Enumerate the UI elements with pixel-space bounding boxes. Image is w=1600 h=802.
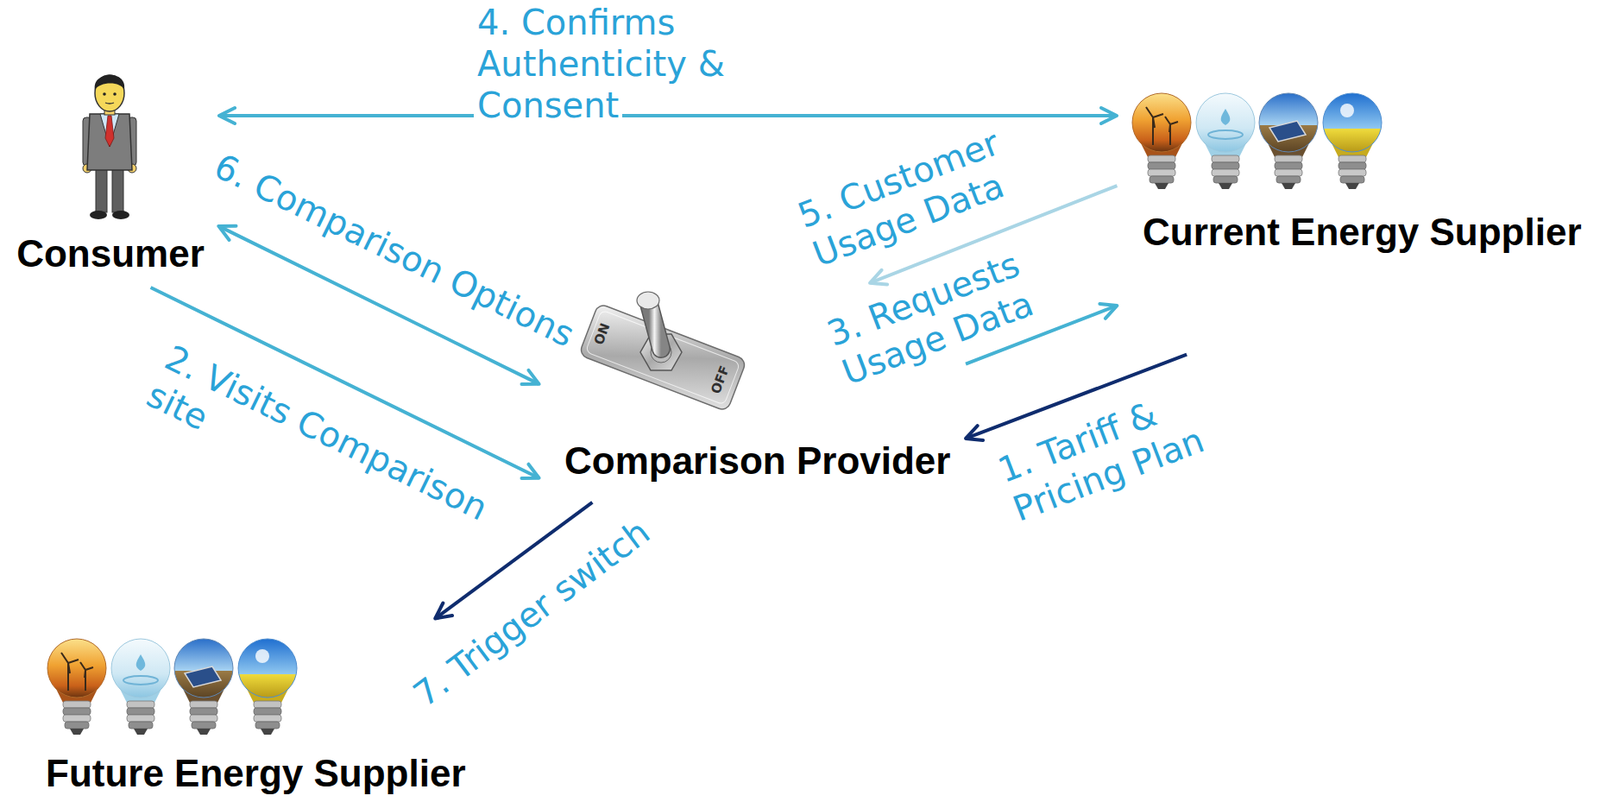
node-label: Future Energy Supplier bbox=[45, 752, 467, 794]
person-tie bbox=[105, 115, 114, 147]
bulb-row bbox=[1132, 93, 1382, 189]
switch-plate bbox=[579, 302, 748, 412]
step-label: 3. Requests Usage Data bbox=[821, 238, 1053, 393]
bulb-row bbox=[47, 638, 297, 735]
flow-arrow bbox=[219, 113, 1117, 118]
person-eye bbox=[102, 92, 107, 96]
step-label-text: 5. Customer Usage Data bbox=[792, 122, 1009, 275]
step-label-text: 1. Tariff & Pricing Plan bbox=[992, 393, 1210, 530]
person-shoe bbox=[112, 210, 130, 220]
step-label-text: 2. Visits Comparison site bbox=[140, 337, 494, 529]
person-icon bbox=[82, 75, 137, 220]
diagram-node: Current Energy Supplier bbox=[1121, 81, 1589, 353]
person-leg bbox=[112, 163, 124, 213]
person-eye bbox=[113, 92, 117, 96]
person-shoe bbox=[89, 210, 108, 220]
step-label: 4. Confirms Authenticity & Consent bbox=[473, 1, 738, 126]
diagram-node: Consumer bbox=[6, 60, 215, 285]
switch-lever-outline bbox=[648, 303, 662, 349]
step-label-text: 3. Requests Usage Data bbox=[821, 244, 1039, 393]
switch-lever-tip bbox=[636, 291, 660, 309]
step-label-text: 4. Confirms Authenticity & Consent bbox=[473, 2, 729, 126]
step-label: 2. Visits Comparison site bbox=[140, 336, 519, 578]
person-hair bbox=[94, 75, 126, 90]
person-mouth bbox=[105, 102, 114, 104]
person-head bbox=[94, 75, 125, 112]
node-label: Comparison Provider bbox=[564, 440, 951, 482]
switch-lever bbox=[648, 303, 662, 349]
node-label: Current Energy Supplier bbox=[1142, 211, 1582, 253]
person-jacket bbox=[87, 113, 133, 171]
diagram-node: Future Energy Supplier bbox=[38, 621, 473, 794]
toggle-switch-icon bbox=[579, 291, 748, 412]
node-label: Consumer bbox=[6, 233, 215, 275]
person-leg bbox=[95, 163, 108, 213]
step-label: 1. Tariff & Pricing Plan bbox=[992, 374, 1224, 530]
person-shirt bbox=[100, 113, 120, 147]
